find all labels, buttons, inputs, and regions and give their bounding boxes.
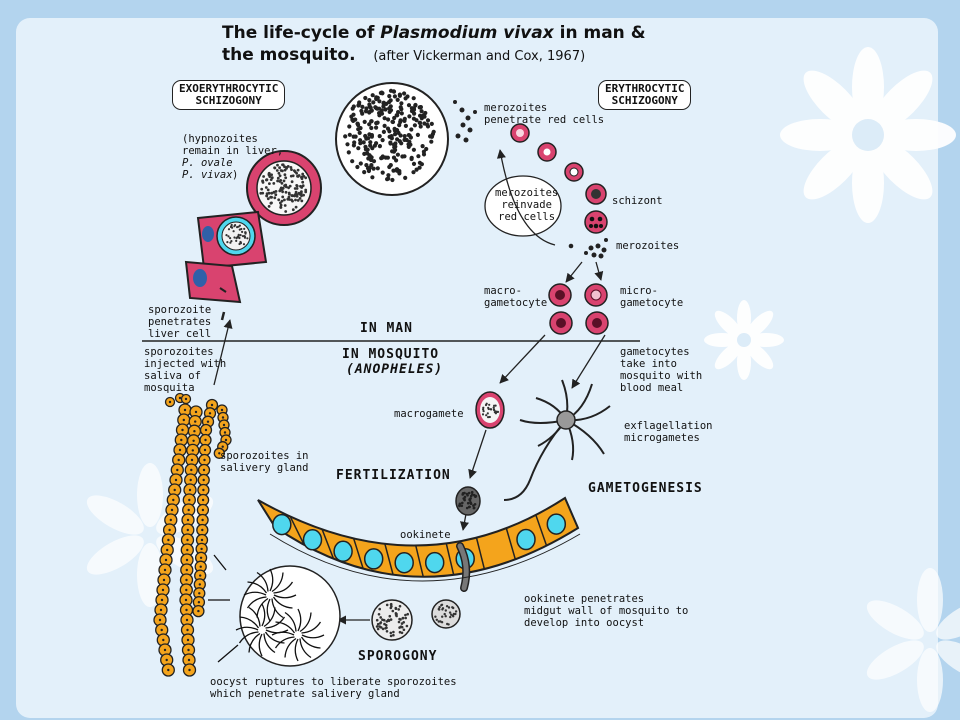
label-in-mosquito: IN MOSQUITO bbox=[342, 347, 440, 362]
flower-decoration-small bbox=[704, 300, 784, 380]
label-sporozoite-penetrates: sporozoite penetrates liver cell bbox=[148, 304, 212, 340]
arrow-to-microgametocyte bbox=[594, 261, 604, 281]
label-ookinete-penetrates: ookinete penetrates midgut wall of mosqu… bbox=[524, 593, 689, 629]
rupturing-liver-schizont bbox=[335, 82, 449, 196]
label-hypnozoites-close: ) bbox=[232, 169, 239, 181]
liver-schizont-large bbox=[246, 150, 322, 226]
label-merozoites: merozoites bbox=[616, 240, 680, 252]
exoerythrocytic-box: EXOERYTHROCYTIC SCHIZOGONY bbox=[172, 80, 286, 110]
gametocyte-cell-right bbox=[585, 311, 609, 335]
red-cell-segmenter bbox=[584, 210, 608, 234]
microgametocyte-body bbox=[556, 410, 576, 430]
title-line2: the mosquito. bbox=[222, 45, 356, 65]
title-prefix: The life-cycle of bbox=[222, 23, 381, 43]
label-hypnozoites: (hypnozoites remain in liver, bbox=[182, 133, 284, 157]
label-macrogametocyte: macro- gametocyte bbox=[484, 285, 548, 309]
label-merozoites-reinvade: merozoites reinvade red cells bbox=[495, 187, 559, 223]
label-ookinete: ookinete bbox=[400, 529, 451, 541]
arrow-to-macrogamete bbox=[499, 334, 546, 384]
label-fertilization: FERTILIZATION bbox=[336, 468, 451, 483]
flower-decoration-bottom-right bbox=[866, 568, 960, 712]
label-exflagellation: exflagellation microgametes bbox=[624, 420, 713, 444]
red-cell-2 bbox=[537, 142, 557, 162]
title-suffix: in man & bbox=[553, 23, 646, 43]
label-sporozoites-injected: sporozoites injected with saliva of mosq… bbox=[144, 346, 227, 394]
zygote bbox=[455, 486, 481, 516]
liver-cell-developing bbox=[196, 210, 268, 270]
label-hypnozoites-species: P. ovale P. vivax bbox=[182, 157, 233, 181]
basal-membrane bbox=[269, 533, 581, 582]
label-in-man: IN MAN bbox=[360, 321, 413, 336]
label-macrogamete: macrogamete bbox=[394, 408, 464, 420]
label-merozoites-penetrate: merozoites penetrate red cells bbox=[484, 102, 605, 126]
flower-decoration-large bbox=[780, 47, 956, 223]
label-schizont: schizont bbox=[612, 195, 663, 207]
merozoite-dots bbox=[453, 100, 477, 143]
label-sporogony: SPOROGONY bbox=[358, 649, 438, 664]
erythrocytic-box: ERYTHROCYTIC SCHIZOGONY bbox=[598, 80, 692, 110]
midgut-wall bbox=[257, 496, 580, 578]
arrow-to-ookinete bbox=[460, 513, 469, 531]
macrogametocyte-cell bbox=[548, 283, 572, 307]
macrogamete-cell bbox=[475, 391, 505, 429]
label-sporozoites-in-gland: sporozoites in salivery gland bbox=[220, 450, 309, 474]
label-gametogenesis: GAMETOGENESIS bbox=[588, 481, 703, 496]
title-species: Plasmodium vivax bbox=[380, 23, 554, 43]
red-cell-3 bbox=[564, 162, 584, 182]
arrow-to-liver bbox=[213, 319, 233, 386]
arrow-to-macrogametocyte bbox=[565, 261, 583, 283]
red-cell-schizont bbox=[585, 183, 607, 205]
arrow-to-fertilization bbox=[468, 429, 487, 479]
label-oocyst-ruptures: oocyst ruptures to liberate sporozoites … bbox=[210, 676, 457, 700]
diagram-title: The life-cycle of Plasmodium vivax in ma… bbox=[222, 22, 742, 68]
red-cell-1 bbox=[510, 123, 530, 143]
label-gametocytes-take: gametocytes take into mosquito with bloo… bbox=[620, 346, 703, 394]
arrow-reinvade bbox=[496, 149, 556, 246]
arrow-to-exflagellation bbox=[571, 334, 606, 389]
ookinete-penetrating bbox=[456, 542, 471, 592]
title-citation: (after Vickerman and Cox, 1967) bbox=[373, 49, 586, 64]
salivary-gland bbox=[153, 392, 232, 677]
gametocyte-cell-left bbox=[549, 311, 573, 335]
sporozoite bbox=[220, 311, 226, 321]
oocyst-mature bbox=[208, 554, 341, 667]
microgametocyte-cell bbox=[584, 283, 608, 307]
liver-cell-infected bbox=[184, 260, 242, 304]
oocyst-young bbox=[431, 599, 461, 629]
reinvade-bubble bbox=[484, 175, 562, 237]
label-anopheles: (ANOPHELES) bbox=[346, 362, 444, 377]
label-microgametocyte: micro- gametocyte bbox=[620, 285, 684, 309]
merozoite-cluster bbox=[568, 238, 608, 259]
oocyst-developing bbox=[371, 599, 413, 641]
